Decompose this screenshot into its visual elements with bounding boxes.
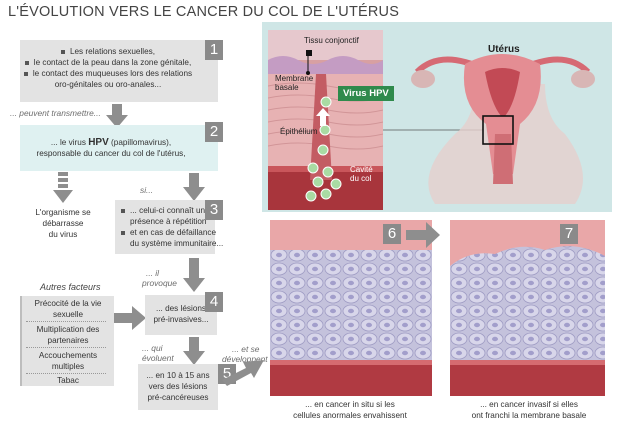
step2-number: 2 bbox=[205, 122, 223, 142]
tissue-panel-in-situ bbox=[270, 220, 432, 396]
step3-box: ... celui-ci connaît une présence à répé… bbox=[115, 200, 224, 254]
bullet-icon bbox=[23, 71, 28, 76]
step3-line-2: présence à répétition bbox=[130, 217, 207, 226]
factor-divider bbox=[26, 321, 106, 322]
arrow-right-icon bbox=[114, 306, 146, 330]
bullet-icon bbox=[121, 230, 125, 235]
page-title: L'ÉVOLUTION VERS LE CANCER DU COL DE L'U… bbox=[8, 4, 400, 20]
step1-line-1: Les relations sexuelles, bbox=[20, 46, 196, 57]
step4-number: 4 bbox=[205, 292, 223, 312]
step3-line-1: ... celui-ci connaît une bbox=[121, 205, 215, 216]
factor-item-1: Précocité de la vie sexuelle bbox=[34, 299, 102, 319]
arrow-down-striped-icon bbox=[53, 172, 73, 203]
tissue-panel-invasive bbox=[450, 220, 605, 396]
step1-line-4: oro-génitales ou oro-anales... bbox=[54, 80, 162, 89]
cervix-tissue-illustration bbox=[268, 30, 383, 210]
step3-line-4: du système immunitaire... bbox=[130, 239, 224, 248]
step2-line-1: ... le virus HPV (papillomavirus), bbox=[50, 137, 172, 148]
step2-line-2: responsable du cancer du col de l'utérus… bbox=[36, 149, 186, 158]
uterus-illustration bbox=[411, 54, 595, 204]
tissue-label: Tissu conjonctif bbox=[304, 36, 359, 45]
factor-item-4: Tabac bbox=[57, 376, 79, 385]
factor-divider bbox=[26, 373, 106, 374]
step1-line-3: le contact des muqueuses lors des relati… bbox=[20, 68, 196, 79]
step4-line-1: ... des lésions bbox=[155, 304, 207, 313]
step5-line-1: ... en 10 à 15 ans bbox=[146, 371, 210, 380]
step3-line-3: et en cas de défaillance bbox=[121, 227, 216, 238]
step1-line-2: le contact de la peau dans la zone génit… bbox=[20, 57, 196, 68]
factor-item-2: Multiplication des partenaires bbox=[36, 325, 100, 345]
step3-number: 3 bbox=[205, 200, 223, 220]
epithelium-label: Épithélium bbox=[280, 127, 318, 136]
arrow-down-icon bbox=[106, 104, 128, 128]
step1-number: 1 bbox=[205, 40, 223, 60]
step1-box: Les relations sexuelles, le contact de l… bbox=[20, 40, 218, 102]
step2-box: ... le virus HPV (papillomavirus), respo… bbox=[20, 125, 218, 171]
arrow-down-icon bbox=[183, 258, 205, 292]
connector-transmit: ... peuvent transmettre... bbox=[10, 108, 101, 118]
step7-number: 7 bbox=[560, 224, 578, 244]
step6-number: 6 bbox=[383, 224, 401, 244]
bullet-icon bbox=[121, 208, 125, 213]
arrow-down-icon bbox=[183, 173, 205, 201]
step5-line-2: vers des lésions bbox=[148, 382, 208, 391]
factor-divider bbox=[26, 347, 106, 348]
step5-box: ... en 10 à 15 ans vers des lésions pré-… bbox=[138, 364, 218, 410]
bullet-icon bbox=[24, 60, 29, 65]
virus-label: Virus HPV bbox=[338, 86, 394, 101]
arrow-diagonal-icon bbox=[222, 360, 264, 386]
uterus-label: Utérus bbox=[488, 44, 520, 55]
connector-si: si... bbox=[140, 185, 154, 195]
bullet-icon bbox=[60, 49, 65, 54]
factor-item-3: Accouchements multiples bbox=[38, 351, 98, 371]
arrow-down-icon bbox=[183, 337, 205, 365]
step4-line-2: pré-invasives... bbox=[153, 315, 209, 324]
other-factors-heading: Autres facteurs bbox=[40, 282, 101, 292]
arrow-right-icon bbox=[406, 222, 440, 248]
other-factors-box bbox=[20, 296, 114, 386]
step5-line-3: pré-cancéreuses bbox=[147, 393, 209, 402]
